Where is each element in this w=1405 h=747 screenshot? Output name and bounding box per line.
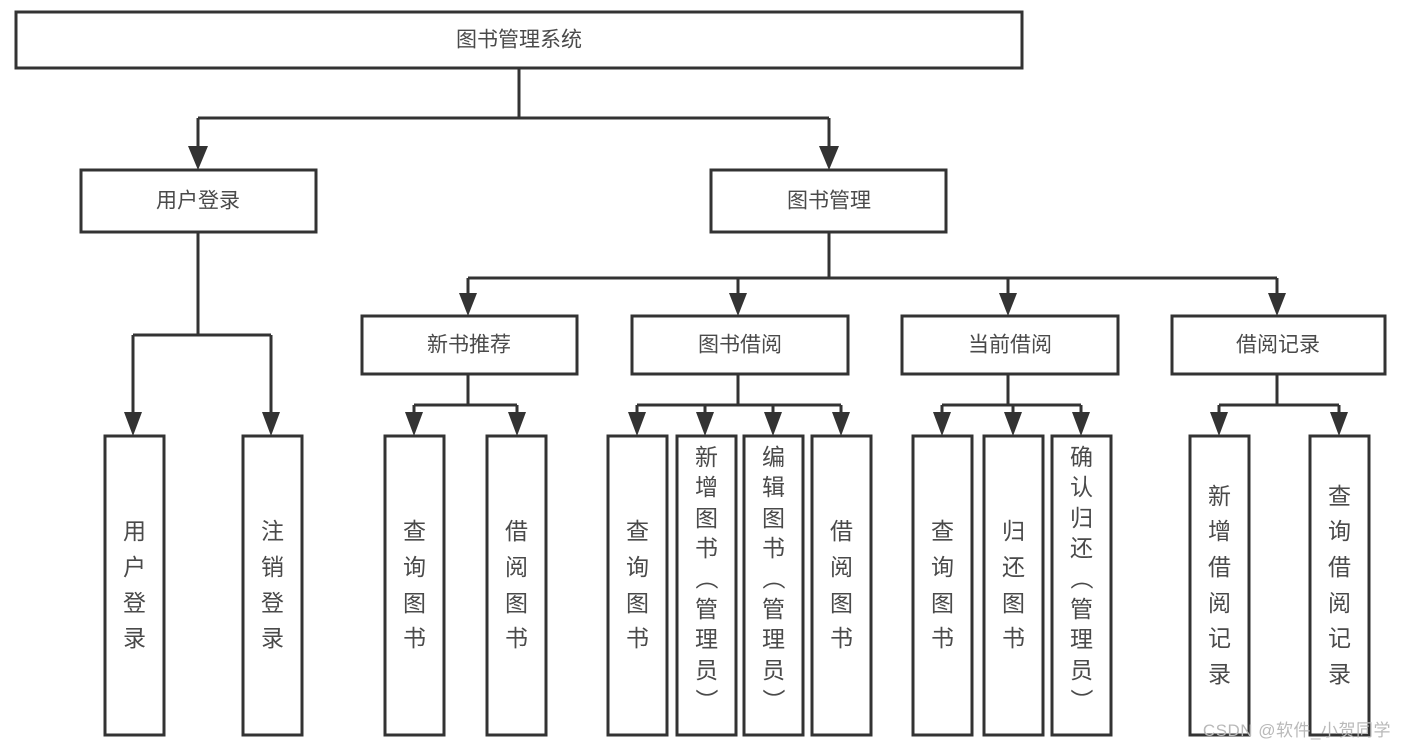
node-borrow-record[interactable]: 借阅记录	[1170, 314, 1387, 376]
leaf-user-login-box[interactable]	[103, 434, 166, 737]
node-book-borrow[interactable]: 图书借阅	[630, 314, 850, 376]
leaf-query-book-newbook-box[interactable]	[383, 434, 446, 737]
arrow-head-record-leaf2	[1330, 412, 1348, 436]
leaf-borrow-book[interactable]	[810, 434, 873, 737]
arrow-head-borrow-leaf4	[832, 412, 850, 436]
leaf-edit-book-admin-box[interactable]	[742, 434, 805, 737]
node-book-management-box[interactable]	[709, 168, 948, 234]
leaf-query-borrow-record[interactable]	[1308, 434, 1371, 737]
leaf-return-book[interactable]	[982, 434, 1045, 737]
node-book-borrow-box[interactable]	[630, 314, 850, 376]
leaf-confirm-return-admin-box[interactable]	[1050, 434, 1113, 737]
node-user-login-box[interactable]	[79, 168, 318, 234]
node-book-borrow-label: 图书借阅	[698, 334, 782, 357]
leaf-query-borrow-record-box[interactable]	[1308, 434, 1371, 737]
arrow-head-newbook-leaf1	[405, 412, 423, 436]
leaf-logout-login-box[interactable]	[241, 434, 304, 737]
node-book-management[interactable]: 图书管理	[709, 168, 948, 234]
node-current-borrow[interactable]: 当前借阅	[900, 314, 1120, 376]
arrow-head-current-leaf2	[1004, 412, 1022, 436]
arrow-head-newbook-leaf2	[508, 412, 526, 436]
leaf-query-book-borrow-box[interactable]	[606, 434, 669, 737]
arrow-head-user-leaf2	[262, 412, 280, 436]
node-borrow-record-label: 借阅记录	[1236, 334, 1320, 357]
leaf-logout-login[interactable]	[241, 434, 304, 737]
node-current-borrow-label: 当前借阅	[968, 334, 1052, 357]
arrow-head-root-to-user	[188, 146, 208, 170]
arrow-head-borrow-leaf1	[628, 412, 646, 436]
arrow-head-root-to-books	[819, 146, 839, 170]
leaf-borrow-book-box[interactable]	[810, 434, 873, 737]
csdn-watermark: CSDN @软件_小贺同学	[1202, 721, 1391, 740]
node-new-book-recommend-box[interactable]	[360, 314, 579, 376]
leaf-edit-book-admin[interactable]	[742, 434, 805, 737]
leaf-borrow-book-newbook[interactable]	[485, 434, 548, 737]
leaf-borrow-book-newbook-box[interactable]	[485, 434, 548, 737]
leaf-query-book-borrow[interactable]	[606, 434, 669, 737]
leaf-return-book-box[interactable]	[982, 434, 1045, 737]
arrow-head-borrow-leaf2	[696, 412, 714, 436]
arrow-head-books-l3-1	[459, 293, 477, 316]
leaf-query-book-current-box[interactable]	[911, 434, 974, 737]
node-root[interactable]: 图书管理系统	[14, 10, 1024, 70]
node-new-book-recommend[interactable]: 新书推荐	[360, 314, 579, 376]
arrow-head-books-l3-2	[729, 293, 747, 316]
leaf-query-book-current[interactable]	[911, 434, 974, 737]
connector-layer	[124, 68, 1348, 436]
leaf-add-borrow-record-box[interactable]	[1188, 434, 1251, 737]
node-book-management-label: 图书管理	[787, 190, 871, 213]
node-user-login[interactable]: 用户登录	[79, 168, 318, 234]
node-new-book-recommend-label: 新书推荐	[427, 334, 511, 357]
node-root-label: 图书管理系统	[456, 29, 582, 52]
leaf-add-book-admin[interactable]	[675, 434, 738, 737]
leaf-user-login[interactable]	[103, 434, 166, 737]
arrow-head-books-l3-4	[1268, 293, 1286, 316]
leaf-confirm-return-admin[interactable]	[1050, 434, 1113, 737]
node-user-login-label: 用户登录	[156, 190, 240, 213]
node-borrow-record-box[interactable]	[1170, 314, 1387, 376]
arrow-head-current-leaf3	[1072, 412, 1090, 436]
leaf-query-book-newbook[interactable]	[383, 434, 446, 737]
leaf-add-book-admin-box[interactable]	[675, 434, 738, 737]
arrow-head-borrow-leaf3	[764, 412, 782, 436]
arrow-head-current-leaf1	[933, 412, 951, 436]
node-root-box[interactable]	[14, 10, 1024, 70]
leaf-add-borrow-record[interactable]	[1188, 434, 1251, 737]
node-current-borrow-box[interactable]	[900, 314, 1120, 376]
arrow-head-books-l3-3	[999, 293, 1017, 316]
arrow-head-record-leaf1	[1210, 412, 1228, 436]
arrow-head-user-leaf1	[124, 412, 142, 436]
